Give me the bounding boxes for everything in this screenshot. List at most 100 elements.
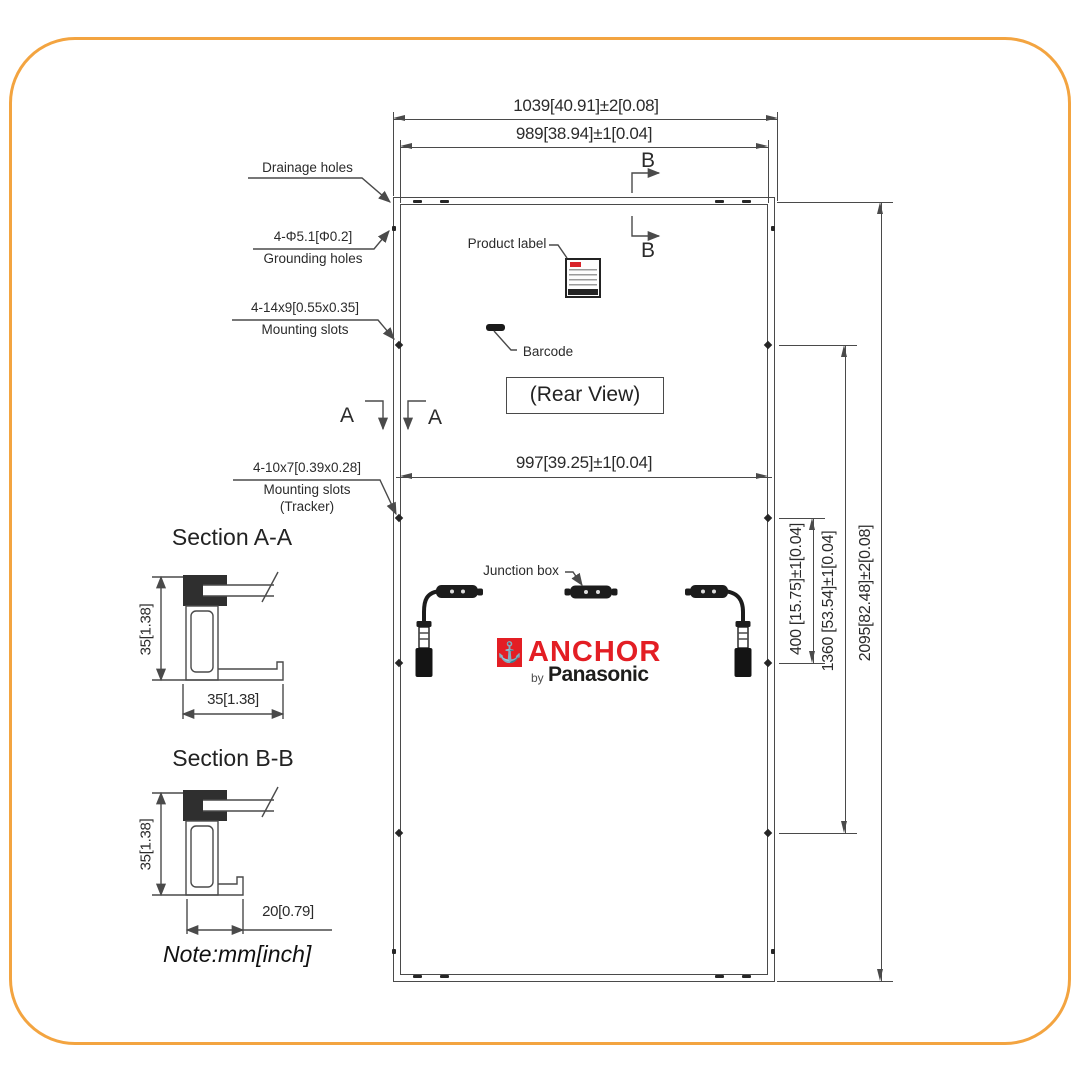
dim-arrow — [756, 143, 768, 149]
frame-foot — [186, 661, 284, 681]
section-a-cut-mark — [402, 400, 426, 431]
frame-clamp — [183, 575, 227, 606]
extension-line — [777, 981, 893, 982]
leader-tracker — [233, 479, 397, 516]
callout-grounding-spec: 4-Φ5.1[Φ0.2] — [273, 229, 353, 244]
extension-line — [152, 792, 186, 896]
callout-drainage: Drainage holes — [262, 160, 353, 175]
panel-outer-frame — [393, 197, 775, 982]
frame-hollow — [190, 610, 214, 673]
dim-arrow — [809, 518, 815, 530]
leader-mounting — [232, 319, 395, 340]
break-mark — [261, 786, 279, 818]
extension-line — [777, 112, 778, 201]
cable-right — [722, 589, 745, 621]
callout-mounting: Mounting slots — [261, 322, 349, 337]
section-a-drawing — [152, 571, 285, 720]
callout-mounting-spec: 4-14x9[0.55x0.35] — [250, 300, 360, 315]
dimension-line-2095 — [881, 202, 882, 981]
section-a-title: Section A-A — [171, 524, 293, 550]
section-b-height-dim: 35[1.38] — [137, 818, 155, 871]
dimension-line-400 — [813, 518, 814, 663]
junction-box-right — [685, 585, 752, 677]
dim-width-outer: 1039[40.91]±2[0.08] — [513, 96, 659, 115]
dimension-line-989 — [400, 147, 768, 148]
drainage-hole-tick — [440, 200, 449, 203]
drainage-hole-tick — [413, 975, 422, 978]
dim-arrow — [877, 969, 883, 981]
drainage-hole-tick — [742, 975, 751, 978]
extension-line — [779, 833, 857, 834]
leader-junction-box — [565, 571, 583, 587]
dim-arrow — [841, 821, 847, 833]
brand-by-text: by — [531, 671, 544, 685]
leader-barcode — [493, 330, 517, 351]
leader-grounding — [253, 230, 390, 250]
brand-wordmark: ANCHOR — [528, 636, 662, 668]
dim-width-inner: 989[38.94]±1[0.04] — [515, 124, 653, 143]
page-border — [9, 37, 1071, 1045]
dim-arrow — [766, 115, 778, 121]
grounding-hole — [392, 949, 396, 954]
callout-product-label: Product label — [467, 236, 547, 251]
section-b-title: Section B-B — [172, 745, 294, 771]
dim-width-mid: 997[39.25]±1[0.04] — [515, 453, 653, 472]
barcode-graphic — [486, 324, 505, 331]
leader-product-label — [549, 244, 568, 259]
callout-tracker-mounting: Mounting slots — [263, 482, 351, 497]
dimension-line-1360 — [845, 345, 846, 833]
grounding-hole — [771, 226, 775, 231]
extension-line — [152, 576, 186, 681]
maker-wordmark: Panasonic — [548, 663, 649, 686]
dim-arrow — [877, 202, 883, 214]
section-b-letter: B — [641, 239, 656, 262]
dim-arrow — [809, 651, 815, 663]
extension-line — [777, 202, 893, 203]
extension-line — [186, 899, 244, 934]
section-b-letter: B — [641, 149, 656, 172]
drainage-hole-tick — [440, 975, 449, 978]
dim-arrow — [393, 115, 405, 121]
drainage-hole-tick — [742, 200, 751, 203]
extension-line — [400, 140, 401, 203]
break-mark — [261, 571, 279, 603]
product-label-text-lines — [569, 269, 597, 287]
leader-drainage — [248, 177, 391, 203]
glass-lines — [203, 584, 274, 597]
section-b-cut-mark — [631, 167, 661, 193]
frame-hollow — [190, 825, 214, 888]
drainage-hole-tick — [413, 200, 422, 203]
section-a-height-dim: 35[1.38] — [137, 603, 155, 656]
frame-foot — [186, 876, 244, 896]
grounding-hole — [771, 949, 775, 954]
dim-arrow — [400, 473, 412, 479]
callout-tracker-qualifier: (Tracker) — [279, 499, 335, 514]
glass-lines — [203, 799, 274, 812]
anchor-icon: ⚓ — [497, 638, 522, 667]
drainage-hole-tick — [715, 975, 724, 978]
units-note: Note:mm[inch] — [163, 941, 312, 967]
callout-junction-box: Junction box — [483, 563, 559, 578]
extension-line — [779, 345, 857, 346]
section-a-width-dim: 35[1.38] — [207, 691, 259, 708]
section-a-letter: A — [428, 406, 443, 429]
dimension-line-1039 — [393, 119, 778, 120]
section-a-letter: A — [340, 404, 355, 427]
frame-clamp — [183, 790, 227, 821]
callout-barcode: Barcode — [522, 344, 574, 359]
panel-inner-frame — [400, 204, 768, 975]
dimension-line-997 — [396, 477, 772, 478]
junction-box-middle — [564, 585, 618, 599]
callout-grounding: Grounding holes — [263, 251, 363, 266]
section-b-width-dim: 20[0.79] — [262, 903, 314, 920]
callout-tracker-spec: 4-10x7[0.39x0.28] — [252, 460, 362, 475]
drainage-hole-tick — [715, 200, 724, 203]
extension-line — [393, 112, 394, 196]
section-b-cut-mark — [631, 216, 661, 242]
grounding-hole — [392, 226, 396, 231]
extension-line — [768, 140, 769, 203]
cable-left — [422, 589, 442, 621]
rear-view-label: (Rear View) — [506, 377, 664, 414]
